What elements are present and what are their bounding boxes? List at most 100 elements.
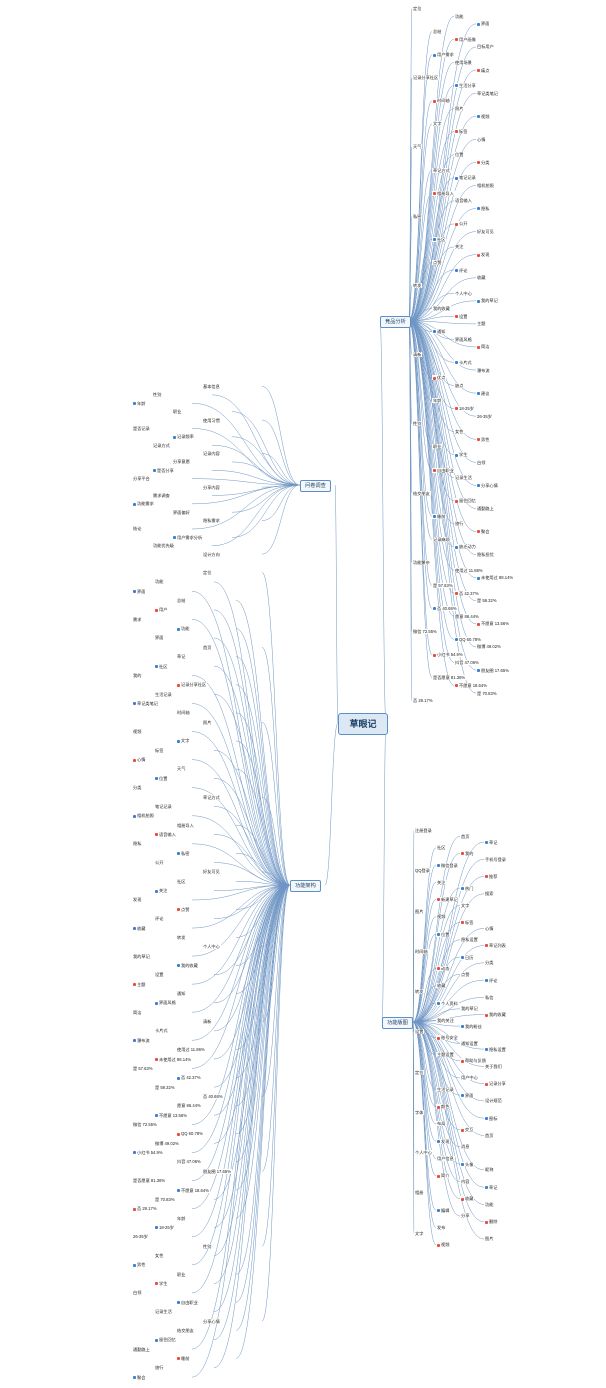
gongneng-node[interactable]: 用户中心 — [460, 1075, 479, 1081]
jingpin-node[interactable]: 公开 — [454, 221, 469, 227]
jingpin-node[interactable]: 未使用过 88.14% — [476, 575, 515, 581]
jingpin-node[interactable]: 痛点 — [476, 67, 491, 73]
gongneng-node[interactable]: 通知设置 — [460, 1040, 479, 1046]
jingpin-node[interactable]: 卡片式 — [454, 359, 473, 365]
jiagou-node[interactable]: 语音输入 — [154, 831, 177, 837]
jiagou-node[interactable]: 女性 — [154, 1253, 165, 1258]
jingpin-node[interactable]: 通勤路上 — [476, 506, 495, 511]
gongneng-node[interactable]: 草记 — [484, 839, 499, 845]
jiagou-node[interactable]: 公开 — [154, 860, 165, 866]
jingpin-node[interactable]: 男性 — [476, 436, 491, 442]
gongneng-node[interactable]: 昵称 — [484, 1167, 495, 1173]
jiagou-node[interactable]: 生活记录 — [154, 691, 173, 697]
jiagou-node[interactable]: 使用过 11.86% — [176, 1047, 206, 1053]
jiagou-node[interactable]: 性别 — [202, 1243, 213, 1249]
jingpin-node[interactable]: 生活分享 — [454, 82, 477, 88]
jiagou-node[interactable]: 界面 — [154, 635, 165, 641]
jiagou-node[interactable]: 是 70.83% — [154, 1196, 176, 1202]
gongneng-node[interactable]: 注册登录 — [414, 828, 433, 833]
jiagou-node[interactable]: 瀑布流 — [132, 1037, 151, 1043]
jiagou-node[interactable]: 18-25岁 — [154, 1224, 175, 1230]
jiagou-node[interactable]: 记录生活 — [154, 1309, 173, 1315]
root-node[interactable]: 草眼记 — [338, 713, 388, 735]
wenjuan-node[interactable]: 设计方向 — [202, 551, 221, 557]
branch-wenjuan[interactable]: 问卷调查 — [300, 480, 331, 492]
jiagou-node[interactable]: 白领 — [132, 1290, 143, 1296]
gongneng-node[interactable]: 图片 — [484, 1236, 495, 1242]
gongneng-node[interactable]: 相册 — [414, 1190, 425, 1196]
gongneng-node[interactable]: 我的粉丝 — [460, 1023, 483, 1029]
gongneng-node[interactable]: 帮助与反馈 — [460, 1058, 487, 1064]
jingpin-node[interactable]: 旅行 — [454, 521, 465, 527]
gongneng-node[interactable]: 生活记录 — [436, 1086, 455, 1092]
jiagou-node[interactable]: 是否愿意 81.36% — [132, 1178, 167, 1184]
jingpin-node[interactable]: 女性 — [454, 429, 465, 435]
jiagou-node[interactable]: 天气 — [176, 766, 187, 772]
jiagou-node[interactable]: 功能 — [176, 626, 191, 632]
gongneng-node[interactable]: 首页 — [484, 1132, 495, 1138]
jiagou-node[interactable]: 定位 — [202, 570, 213, 575]
gongneng-node[interactable]: 收藏 — [436, 983, 447, 989]
jingpin-node[interactable]: 个人中心 — [454, 290, 473, 296]
jingpin-node[interactable]: 收藏 — [476, 275, 487, 281]
jingpin-node[interactable]: 标签 — [454, 129, 469, 135]
jiagou-node[interactable]: 相机拍照 — [132, 813, 155, 819]
jiagou-node[interactable]: 学生 — [154, 1281, 169, 1287]
jiagou-node[interactable]: 是 59.32% — [154, 1084, 176, 1090]
jingpin-node[interactable]: 是 70.83% — [476, 690, 498, 696]
jingpin-node[interactable]: 界面 — [476, 21, 491, 27]
gongneng-node[interactable]: 用户信息 — [436, 1155, 455, 1161]
jiagou-node[interactable]: 聚会 — [132, 1374, 147, 1380]
gongneng-node[interactable]: 颜色 — [436, 1104, 451, 1110]
wenjuan-node[interactable]: 基本信息 — [202, 384, 221, 389]
jingpin-node[interactable]: 抖音 47.06% — [454, 659, 480, 665]
jiagou-node[interactable]: 男性 — [132, 1262, 147, 1268]
gongneng-node[interactable]: 日历 — [460, 954, 475, 960]
gongneng-node[interactable]: 草记 — [484, 1184, 499, 1190]
gongneng-node[interactable]: 隐私设置 — [460, 937, 479, 943]
gongneng-node[interactable]: 收藏 — [460, 1196, 475, 1202]
jiagou-node[interactable]: 朋友圈 17.65% — [202, 1168, 232, 1174]
jiagou-node[interactable]: 主题 — [132, 981, 147, 987]
jingpin-node[interactable]: 否 42.37% — [454, 590, 480, 596]
jiagou-node[interactable]: 卡片式 — [154, 1028, 169, 1034]
jingpin-node[interactable]: 隐私 — [476, 206, 491, 211]
jiagou-node[interactable]: 不愿意 13.56% — [154, 1112, 188, 1118]
gongneng-node[interactable]: 编辑 — [436, 1207, 451, 1213]
jingpin-node[interactable]: 发现 — [476, 252, 491, 258]
jiagou-node[interactable]: 首页 — [202, 644, 213, 650]
jiagou-node[interactable]: 评论 — [154, 916, 165, 922]
jiagou-node[interactable]: 通勤路上 — [132, 1346, 151, 1352]
jiagou-node[interactable]: 我的 — [132, 672, 143, 678]
gongneng-node[interactable]: 新建草记 — [436, 897, 459, 903]
jingpin-node[interactable]: 瀑布流 — [476, 367, 491, 373]
wenjuan-node[interactable]: 记录方式 — [152, 442, 171, 448]
gongneng-node[interactable]: 我的收藏 — [484, 1012, 507, 1018]
gongneng-node[interactable]: 文字 — [414, 1230, 425, 1236]
gongneng-node[interactable]: 搜索 — [484, 891, 495, 897]
jiagou-node[interactable]: 睡前 — [176, 1355, 191, 1361]
gongneng-node[interactable]: 设置 — [414, 1029, 425, 1035]
gongneng-node[interactable]: 关于我们 — [484, 1063, 503, 1069]
gongneng-node[interactable]: 删除 — [484, 1219, 499, 1225]
jiagou-node[interactable]: 发现 — [132, 897, 143, 903]
jiagou-node[interactable]: 不愿意 18.64% — [176, 1187, 210, 1193]
gongneng-node[interactable]: 字体 — [414, 1109, 425, 1115]
jingpin-node[interactable]: 是 57.63% — [432, 582, 454, 588]
jiagou-node[interactable]: 私密 — [176, 850, 191, 856]
jiagou-node[interactable]: 留住回忆 — [154, 1337, 177, 1343]
gongneng-node[interactable]: 消息 — [460, 1144, 471, 1150]
gongneng-node[interactable]: 文字 — [460, 902, 471, 908]
jingpin-node[interactable]: 语音输入 — [454, 198, 473, 204]
jingpin-node[interactable]: 分享心情 — [476, 482, 499, 488]
wenjuan-node[interactable]: 年龄 — [132, 400, 147, 406]
jingpin-node[interactable]: 照片 — [454, 106, 465, 111]
jingpin-node[interactable]: 年龄 — [432, 398, 443, 404]
jingpin-node[interactable]: 评论 — [454, 267, 469, 273]
gongneng-node[interactable]: 手机号登录 — [484, 856, 507, 862]
jiagou-node[interactable]: 草记 — [176, 654, 187, 660]
wenjuan-node[interactable]: 需求调查 — [152, 492, 171, 498]
jingpin-node[interactable]: 笔记记录 — [454, 175, 477, 181]
jiagou-node[interactable]: 我的草记 — [132, 953, 151, 959]
jingpin-node[interactable]: 缺点 — [454, 382, 465, 388]
